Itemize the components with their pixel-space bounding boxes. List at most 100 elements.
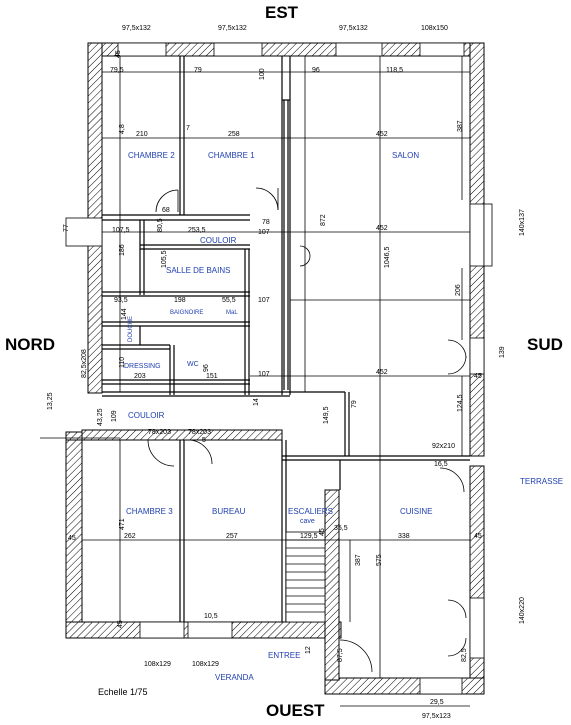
dim-1046-5: 1046,5 — [384, 246, 391, 268]
dim-78x203a: 78x203 — [148, 429, 171, 436]
dim-29-5: 29,5 — [430, 699, 444, 706]
room-escaliers: ESCALIERS — [288, 507, 333, 516]
compass-est: EST — [265, 3, 299, 22]
dim-82-5x208: 82,5x208 — [81, 349, 88, 378]
dim-43-25: 43,25 — [97, 408, 104, 426]
dim-129-5: 129,5 — [300, 533, 318, 540]
dim-77: 77 — [63, 224, 70, 232]
dim-107-5: 107,5 — [112, 227, 130, 234]
dim-140x220: 140x220 — [519, 597, 526, 624]
compass-ouest: OUEST — [266, 701, 325, 720]
room-douche: DOUCHE — [128, 316, 134, 342]
dim-151: 151 — [206, 373, 218, 380]
dim-78x203b: 78x203 — [188, 429, 211, 436]
dim-257: 257 — [226, 533, 238, 540]
dim-82-5: 82,5 — [461, 648, 468, 662]
dim-13-25: 13,25 — [47, 392, 54, 410]
dim-window-bottom-2: 108x129 — [192, 661, 219, 668]
room-chambre2: CHAMBRE 2 — [128, 151, 175, 160]
dim-79-5: 79,5 — [110, 67, 124, 74]
dim-55-5: 55,5 — [222, 297, 236, 304]
dim-window-top-3: 97,5x132 — [339, 25, 368, 32]
dim-12: 12 — [305, 646, 312, 654]
dim-45d: 45 — [474, 533, 482, 540]
dim-5: 5 — [202, 437, 206, 444]
interior-walls — [102, 56, 470, 622]
room-couloir-top: COULOIR — [200, 236, 237, 245]
left-window — [65, 217, 103, 247]
dimension-lines — [40, 56, 470, 707]
dim-387: 387 — [457, 120, 464, 132]
dim-149-5: 149,5 — [323, 406, 330, 424]
dim-575: 575 — [376, 554, 383, 566]
dim-186: 186 — [119, 244, 126, 256]
dim-452a: 452 — [376, 131, 388, 138]
dim-118-5: 118,5 — [386, 67, 403, 74]
room-terrasse: TERRASSE — [520, 477, 563, 486]
dim-7a: 7 — [186, 125, 190, 132]
top-windows — [117, 42, 465, 57]
room-chambre3: CHAMBRE 3 — [126, 507, 173, 516]
dim-window-bottom-1: 108x129 — [144, 661, 171, 668]
dim-872: 872 — [320, 214, 327, 226]
room-entree: ENTREE — [268, 651, 300, 660]
dim-window-bottom-3: 97,5x123 — [422, 713, 451, 720]
dim-139: 139 — [499, 346, 506, 358]
dim-80-5: 80,5 — [157, 218, 164, 232]
dim-45a: 45 — [115, 50, 122, 58]
right-openings — [469, 203, 493, 659]
dim-45e: 45 — [319, 528, 326, 536]
room-wc: WC — [187, 361, 199, 368]
dim-210: 210 — [136, 131, 148, 138]
dim-107c: 107 — [258, 371, 270, 378]
dim-14: 14 — [253, 398, 260, 406]
dim-387b: 387 — [355, 554, 362, 566]
room-mal: MaL — [226, 310, 238, 316]
dim-45f: 45 — [117, 620, 124, 628]
dim-124-5: 124,5 — [457, 394, 464, 412]
compass-nord: NORD — [5, 335, 55, 354]
compass-sud: SUD — [527, 335, 563, 354]
dim-92x210: 92x210 — [432, 443, 455, 450]
dim-100: 100 — [259, 68, 266, 80]
room-cuisine: CUISINE — [400, 507, 432, 516]
dim-109: 109 — [111, 410, 118, 422]
dim-471: 471 — [119, 518, 126, 530]
dim-452b: 452 — [376, 225, 388, 232]
dim-144: 144 — [121, 308, 128, 320]
dim-107a: 107 — [258, 229, 270, 236]
dim-45c: 45 — [68, 535, 76, 542]
dim-35-5: 35,5 — [334, 525, 348, 532]
dim-338: 338 — [398, 533, 410, 540]
doors — [147, 187, 467, 673]
room-chambre1: CHAMBRE 1 — [208, 151, 255, 160]
room-dressing: DRESSING — [124, 363, 161, 370]
bottom-windows — [139, 621, 463, 695]
dim-79: 79 — [194, 67, 202, 74]
dim-10-5: 10,5 — [204, 613, 218, 620]
dim-262: 262 — [124, 533, 136, 540]
dim-68: 68 — [162, 207, 170, 214]
room-cave: cave — [300, 518, 315, 525]
dim-96b: 96 — [203, 364, 210, 372]
dim-window-top-1: 97,5x132 — [122, 25, 151, 32]
stairs — [285, 531, 326, 623]
dim-4-8: 4,8 — [119, 124, 126, 134]
dim-140x137: 140x137 — [519, 209, 526, 236]
dim-window-top-4: 108x150 — [421, 25, 448, 32]
dim-198: 198 — [174, 297, 186, 304]
dim-258: 258 — [228, 131, 240, 138]
dim-79b: 79 — [351, 400, 358, 408]
dim-206: 206 — [455, 284, 462, 296]
room-bureau: BUREAU — [212, 507, 246, 516]
room-salle-de-bains: SALLE DE BAINS — [166, 266, 230, 275]
dim-107b: 107 — [258, 297, 270, 304]
dim-87-5: 87,5 — [337, 648, 344, 662]
dim-45b: 45 — [474, 373, 482, 380]
scale-label: Echelle 1/75 — [98, 687, 148, 697]
dim-93-5: 93,5 — [114, 297, 128, 304]
room-veranda: VERANDA — [215, 673, 254, 682]
dimension-labels: 97,5x132 97,5x132 97,5x132 108x150 45 79… — [47, 25, 526, 720]
dim-78: 78 — [262, 219, 270, 226]
